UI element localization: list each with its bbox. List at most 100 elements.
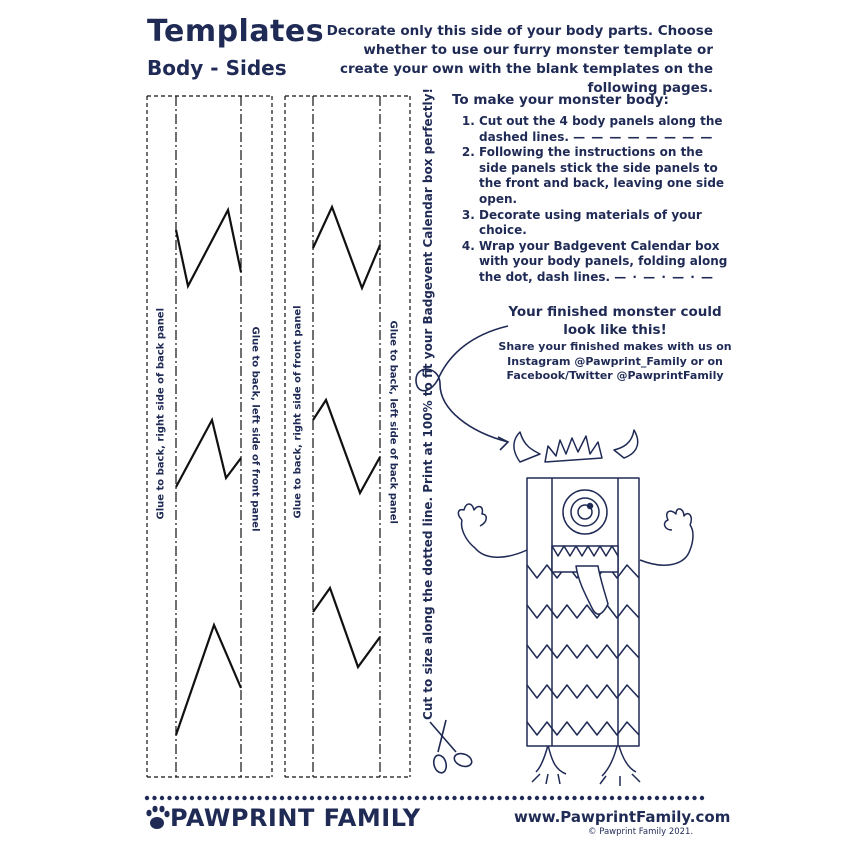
instructions-list: Cut out the 4 body panels along the dash… [459, 114, 729, 286]
footer-dot [474, 795, 480, 801]
website-url[interactable]: www.PawprintFamily.com [514, 808, 731, 826]
footer-dot [684, 795, 690, 801]
footer-dot [309, 795, 315, 801]
strip-label: Glue to back, left side of back panel [387, 320, 399, 524]
footer-dot [399, 795, 405, 801]
instruction-step: Decorate using materials of your choice. [479, 208, 729, 239]
footer-dot [422, 795, 427, 801]
footer-dot [234, 795, 240, 801]
fur-zigzag [312, 397, 381, 496]
footer-dot [167, 795, 172, 801]
footer-dot [174, 795, 180, 801]
footer-dot [512, 795, 517, 801]
footer-dot [377, 795, 382, 801]
monster-tongue [575, 565, 609, 615]
teeth [551, 545, 619, 557]
footer-dot [242, 795, 247, 801]
footer-dot [249, 795, 255, 801]
footer-dot [437, 795, 442, 801]
footer-dot [204, 795, 210, 801]
footer-dot [632, 795, 637, 801]
arrow-graphic [415, 325, 510, 451]
footer-dot [572, 795, 577, 801]
footer-dot-row [144, 795, 705, 801]
hand [457, 503, 487, 527]
footer-dot [144, 795, 150, 801]
footer-dot [182, 795, 187, 801]
footer-dot [654, 795, 660, 801]
instruction-step-text: Following the instructions on the side p… [479, 145, 725, 206]
footer-dot [549, 795, 555, 801]
footer-dot [152, 795, 157, 801]
preview-heading: Your finished monster could look like th… [508, 304, 722, 338]
share-text: Share your finished makes with us on Ins… [498, 340, 732, 382]
arm [460, 519, 528, 558]
leg [531, 744, 567, 785]
footer-dot [579, 795, 585, 801]
leg [599, 741, 641, 786]
instruction-step: Following the instructions on the side p… [479, 145, 729, 207]
footer-dot [444, 795, 450, 801]
footer-dot [624, 795, 630, 801]
footer-dot [609, 795, 615, 801]
footer-dot [602, 795, 607, 801]
footer-dot [317, 795, 322, 801]
footer-dot [227, 795, 232, 801]
footer-dot [669, 795, 675, 801]
footer-dot [459, 795, 465, 801]
footer-dot [617, 795, 622, 801]
footer-dot [497, 795, 502, 801]
footer-dot [219, 795, 225, 801]
strip-label: Glue to back, right side of front panel [292, 305, 304, 519]
horn [613, 429, 639, 459]
footer-dot [189, 795, 195, 801]
footer-dot [662, 795, 667, 801]
footer-dot [302, 795, 307, 801]
footer-dot [294, 795, 300, 801]
footer-dot [542, 795, 547, 801]
footer-dot [354, 795, 360, 801]
fur-zigzag [174, 206, 243, 290]
brand-logo-text: PAWPRINT FAMILY [170, 804, 421, 832]
footer-dot [692, 795, 697, 801]
instruction-step-text: Cut out the 4 body panels along the dash… [479, 114, 723, 144]
instructions-heading: To make your monster body: [452, 92, 669, 108]
footer-dot [699, 795, 705, 801]
footer-dot [534, 795, 540, 801]
hair-tuft [544, 435, 603, 463]
footer-dot [414, 795, 420, 801]
instruction-step-text: Decorate using materials of your choice. [479, 207, 702, 238]
dot-dash-line-sample: — · — · — · — [614, 269, 714, 284]
instruction-step-text: Wrap your Badgevent Calendar box with yo… [479, 238, 728, 284]
footer-dot [407, 795, 412, 801]
footer-dot [467, 795, 472, 801]
footer-dot [369, 795, 375, 801]
footer-dot [339, 795, 345, 801]
monster-illustration [457, 429, 694, 786]
footer-dot [279, 795, 285, 801]
footer-dot [392, 795, 397, 801]
arm [639, 524, 694, 566]
hand [663, 508, 693, 531]
fur-zigzag [174, 621, 243, 736]
print-instruction: Cut to size along the dotted line. Print… [421, 88, 435, 720]
scissors-icon [429, 719, 473, 774]
footer-dot [332, 795, 337, 801]
fur-zigzag [175, 416, 242, 488]
horn [513, 431, 541, 463]
footer-dot [257, 795, 262, 801]
strip-label: Glue to back, right side of back panel [155, 307, 167, 520]
fur-zigzag [312, 204, 382, 291]
footer-dot [362, 795, 367, 801]
footer-dot [452, 795, 457, 801]
footer-dot [272, 795, 277, 801]
instruction-step: Cut out the 4 body panels along the dash… [479, 114, 729, 145]
footer-dot [647, 795, 652, 801]
footer-dot [429, 795, 435, 801]
footer-dot [197, 795, 202, 801]
footer-dot [264, 795, 270, 801]
dashed-line-sample: — — — — — — — — [573, 129, 714, 144]
footer-dot [159, 795, 165, 801]
eye-glint [586, 502, 594, 510]
